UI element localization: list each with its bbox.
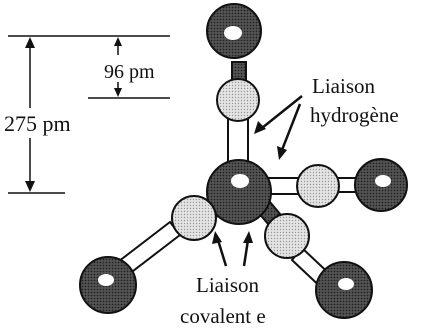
oxygen-atom-lower-right [315,261,373,319]
hydrogen-atom-lower-right [264,213,310,259]
hydrogen-atom-top [216,78,260,122]
pointer-arrowheads [212,121,287,244]
hydrogen-arrow-to-center [280,103,302,151]
hydrogen-arrow-to-top-bond [261,95,303,129]
arrowhead-covalent-left [212,231,222,244]
pointer-arrows [216,95,303,267]
hydrogen-atom-lower-left [171,195,217,241]
oxygen-atom-center [206,159,272,225]
arrowhead-long-top [25,37,35,48]
oxygen-lower-right-highlight [338,278,354,290]
oxygen-center-highlight [231,174,249,188]
arrowhead-long-bottom [25,181,35,192]
label-covalent-bond-line2: covalent e [180,304,266,328]
label-275-pm: 275 pm [4,111,71,136]
covalent-arrow-left [216,239,228,267]
oxygen-top-highlight [224,26,242,40]
oxygen-right-highlight [375,175,391,187]
arrowhead-hydrogen-top [254,121,266,134]
label-hydrogen-bond-line2: hydrogène [310,103,399,127]
arrowhead-short-bottom [114,88,122,97]
label-96-pm: 96 pm [104,61,155,83]
covalent-arrow-right [242,239,250,267]
label-covalent-bond-line1: Liaison [196,273,259,297]
arrowhead-short-top [114,37,122,46]
oxygen-lower-left-highlight [98,274,114,286]
arrowhead-hydrogen-center [277,146,287,160]
label-hydrogen-bond-line1: Liaison [312,74,375,98]
arrowheads [25,37,122,192]
atoms [79,3,408,319]
arrowhead-covalent-right [243,231,253,243]
hydrogen-atom-right [296,164,340,208]
